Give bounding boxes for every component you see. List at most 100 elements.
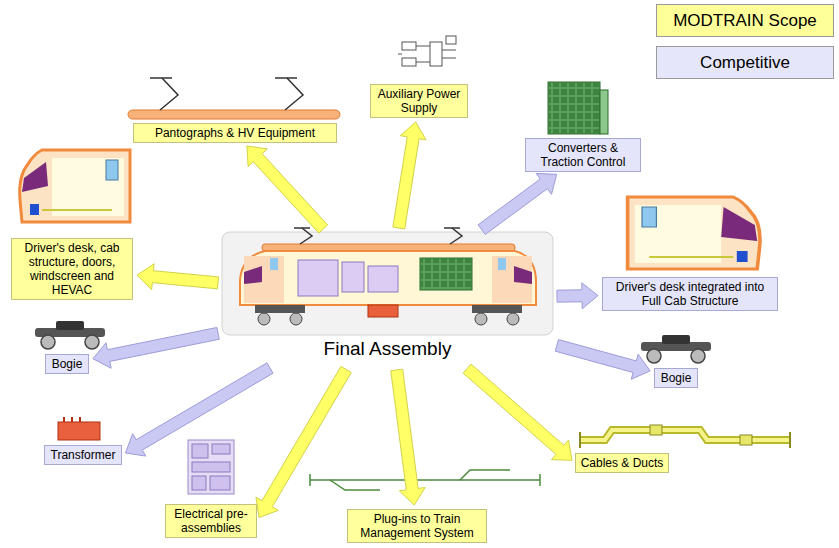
train-illustration (244, 256, 284, 303)
legend-text: MODTRAIN Scope (673, 11, 817, 31)
flow-arrow (393, 122, 426, 229)
bogie-icon (691, 349, 705, 363)
train-illustration (222, 232, 553, 335)
cab-icon (42, 209, 112, 211)
train-illustration (255, 305, 305, 313)
cab-icon (628, 197, 760, 269)
cable-duct-icon (580, 430, 790, 440)
assembly-panel: Final Assembly (222, 232, 553, 366)
label-text: Driver's desk integrated into Full Cab S… (607, 280, 773, 308)
train-illustration (507, 313, 519, 325)
cab-icon (628, 197, 760, 269)
flow-arrow (256, 366, 351, 517)
label-text: Auxiliary Power Supply (375, 87, 463, 115)
train-illustration (420, 258, 472, 290)
component-label: Auxiliary Power Supply (370, 84, 468, 118)
train-illustration (368, 266, 398, 292)
label-text: Driver's desk, cab structure, doors, win… (16, 241, 128, 297)
transformer-icon (79, 417, 81, 422)
cab-icon (30, 204, 39, 215)
pantograph-icon (128, 78, 340, 119)
converter-icon (548, 82, 608, 134)
bogie-icon (41, 335, 55, 349)
flow-arrow (478, 173, 557, 234)
cab-icon (737, 251, 748, 262)
label-text: Bogie (50, 357, 84, 371)
train-illustration (294, 227, 310, 229)
component-label: Bogie (45, 354, 89, 374)
component-label: Converters & Traction Control (525, 138, 641, 172)
train-illustration (514, 266, 532, 284)
label-text: Converters & Traction Control (530, 141, 636, 169)
label-text: Electrical pre-assemblies (170, 507, 252, 535)
legend-swatch: MODTRAIN Scope (656, 4, 834, 37)
train-illustration (498, 258, 506, 270)
aux-power-icon (442, 58, 456, 59)
aux-power-icon (416, 62, 430, 63)
transformer-icon (71, 417, 73, 422)
flow-arrow (391, 369, 425, 505)
cab-icon (52, 158, 124, 216)
aux-power-icon (416, 46, 430, 47)
flow-arrow (137, 264, 219, 290)
cable-duct-icon (740, 435, 752, 445)
converter-icon (548, 82, 600, 134)
transformer-icon (63, 417, 65, 422)
cable-duct-icon (579, 432, 581, 448)
aux-power-icon (402, 42, 416, 50)
train-illustration (240, 251, 536, 305)
aux-power-icon (446, 36, 456, 44)
tms-wiring-icon (460, 470, 510, 480)
cable-duct-icon (580, 425, 790, 448)
component-label: Bogie (654, 368, 698, 388)
train-illustration (472, 305, 522, 313)
tms-wiring-icon (539, 474, 541, 486)
train-illustration (300, 228, 312, 244)
transformer-icon (58, 422, 100, 440)
converter-icon (548, 82, 600, 134)
cab-icon (20, 150, 130, 222)
aux-power-icon (398, 36, 456, 66)
pantograph-icon (285, 78, 303, 110)
bogie-icon (662, 335, 690, 344)
train-illustration (450, 228, 462, 244)
cable-duct-icon (789, 432, 791, 448)
component-label: Driver's desk, cab structure, doors, win… (11, 238, 133, 300)
electrical-panel-icon (192, 444, 208, 458)
train-illustration (262, 244, 515, 251)
train-illustration (270, 258, 278, 270)
electrical-panel-icon (212, 444, 230, 454)
tms-wiring-icon (310, 479, 540, 481)
component-label: Cables & Ducts (575, 453, 669, 473)
aux-power-icon (402, 58, 416, 66)
train-illustration (290, 313, 302, 325)
train-illustration (475, 313, 487, 325)
pantograph-icon (275, 77, 297, 79)
label-text: Transformer (49, 448, 117, 462)
tms-wiring-icon (309, 474, 311, 486)
component-label: Driver's desk integrated into Full Cab S… (602, 277, 778, 311)
cable-duct-icon (650, 425, 662, 435)
train-illustration (258, 313, 270, 325)
transformer-icon (58, 417, 100, 440)
label-text: Final Assembly (321, 338, 455, 360)
train-illustration (298, 260, 338, 296)
cab-icon (22, 162, 48, 192)
aux-power-icon (442, 50, 456, 51)
flow-arrow (93, 327, 219, 368)
flow-arrow (555, 340, 650, 380)
bogie-icon (35, 321, 105, 349)
bogie-icon (85, 335, 99, 349)
bogie-icon (641, 335, 711, 363)
pantograph-icon (150, 77, 172, 79)
flow-arrow (463, 364, 572, 460)
flow-arrow (557, 283, 598, 309)
electrical-panel-icon (192, 462, 230, 472)
tms-wiring-icon (330, 480, 380, 490)
cab-icon (106, 160, 118, 180)
electrical-panel-icon (188, 440, 234, 494)
label-text: Bogie (659, 371, 693, 385)
converter-icon (600, 90, 608, 134)
